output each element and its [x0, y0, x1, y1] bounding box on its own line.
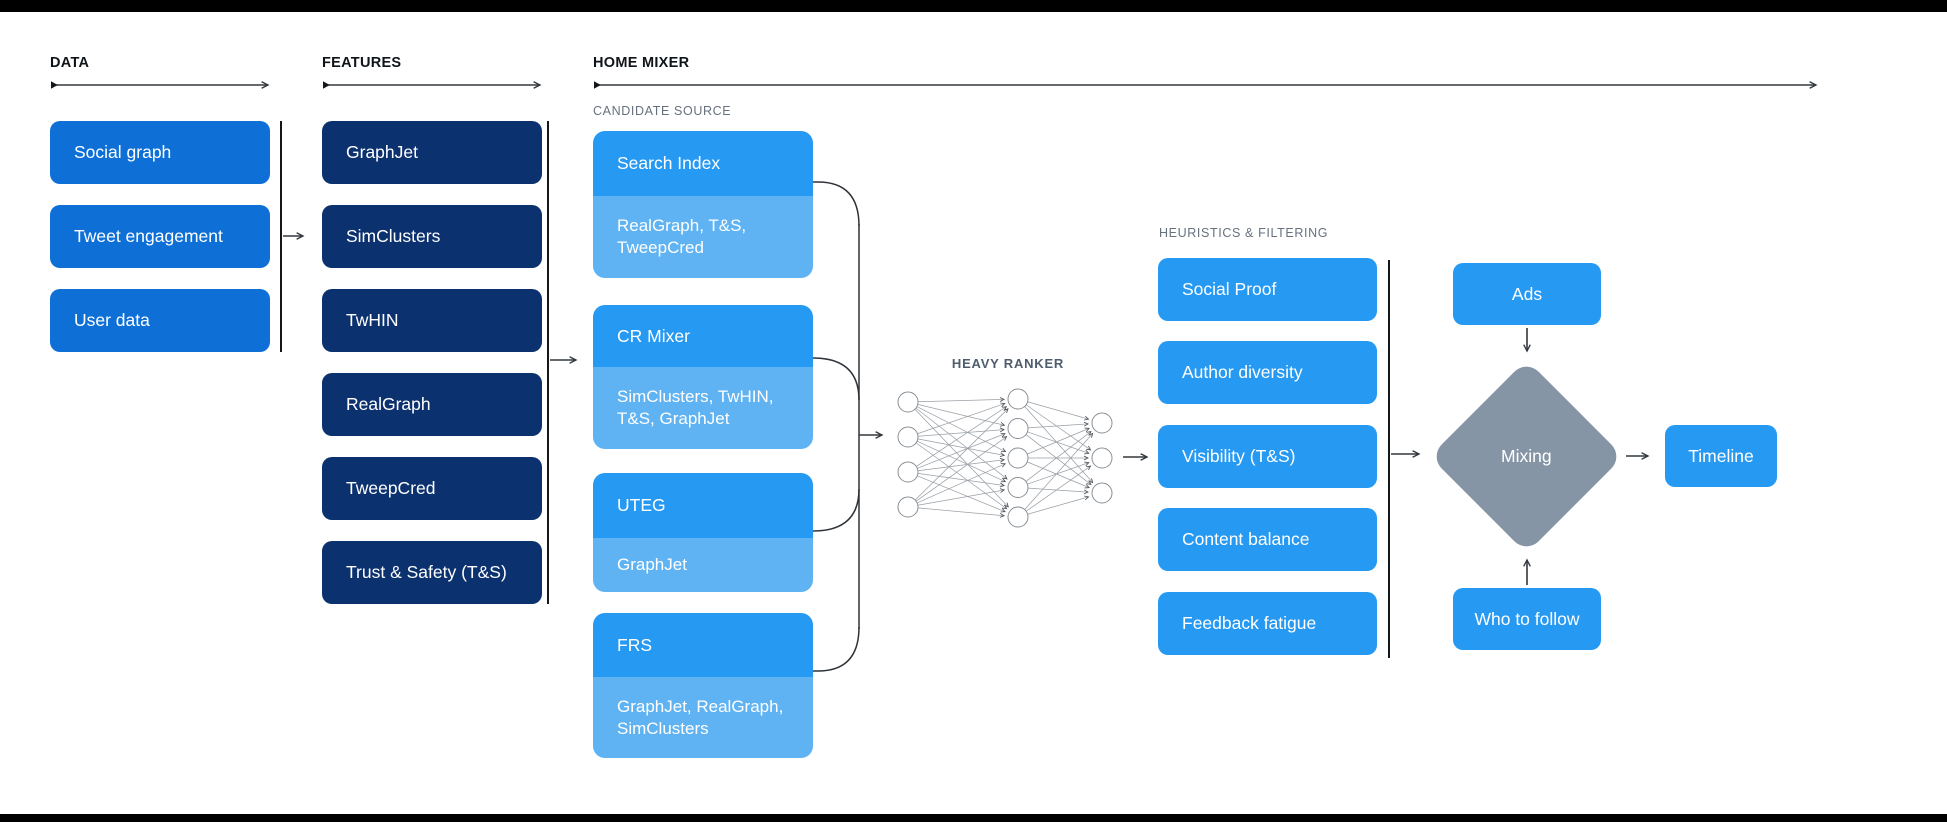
- node-label: TweepCred: [346, 478, 436, 498]
- node-label: GraphJet, RealGraph, SimClusters: [617, 696, 784, 738]
- node-timeline: Timeline: [1665, 425, 1777, 487]
- top-letterbox-bar: [0, 0, 1947, 12]
- node-author-diversity: Author diversity: [1158, 341, 1377, 404]
- node-label: RealGraph: [346, 394, 431, 414]
- node-social-proof: Social Proof: [1158, 258, 1377, 321]
- node-simclusters: SimClusters: [322, 205, 542, 268]
- node-graphjet: GraphJet: [322, 121, 542, 184]
- candidate-sources: GraphJet, RealGraph, SimClusters: [593, 677, 813, 758]
- network-node: [1007, 418, 1029, 439]
- node-label: Content balance: [1182, 529, 1310, 549]
- node-visibility: Visibility (T&S): [1158, 425, 1377, 488]
- heavy-ranker-network-icon: [897, 388, 1113, 528]
- node-trust-safety: Trust & Safety (T&S): [322, 541, 542, 604]
- node-label: Search Index: [617, 153, 721, 173]
- bottom-letterbox-bar: [0, 814, 1947, 822]
- node-label: Social graph: [74, 142, 172, 162]
- uteg-connector: [812, 488, 860, 532]
- network-node: [1007, 477, 1029, 498]
- candidate-title: UTEG: [593, 473, 813, 538]
- candidate-group-search-index: Search Index RealGraph, T&S, TweepCred: [593, 131, 813, 278]
- node-label: Ads: [1511, 283, 1543, 304]
- network-node: [897, 496, 919, 518]
- search-index-connector: [813, 181, 860, 227]
- node-label: Mixing: [1501, 445, 1552, 466]
- node-label: Trust & Safety (T&S): [346, 562, 507, 582]
- node-tweet-engagement: Tweet engagement: [50, 205, 270, 268]
- node-label: Author diversity: [1182, 362, 1303, 382]
- network-node: [897, 426, 919, 448]
- node-label: Timeline: [1688, 445, 1754, 466]
- node-content-balance: Content balance: [1158, 508, 1377, 571]
- candidate-group-uteg: UTEG GraphJet: [593, 473, 813, 592]
- node-label: TwHIN: [346, 310, 399, 330]
- node-label: RealGraph, T&S, TweepCred: [617, 216, 747, 257]
- network-node: [1007, 388, 1029, 410]
- node-label: Social Proof: [1182, 279, 1277, 299]
- node-ads: Ads: [1453, 263, 1601, 325]
- candidate-sources: GraphJet: [593, 538, 813, 592]
- node-mixing-diamond: Mixing: [1429, 359, 1624, 554]
- network-node: [1091, 482, 1113, 504]
- candidate-title: Search Index: [593, 131, 813, 196]
- network-node: [1091, 447, 1113, 469]
- node-who-to-follow: Who to follow: [1453, 588, 1601, 650]
- node-realgraph: RealGraph: [322, 373, 542, 436]
- candidate-sources: RealGraph, T&S, TweepCred: [593, 196, 813, 278]
- node-label: Tweet engagement: [74, 226, 223, 246]
- cr-mixer-connector: [812, 357, 860, 401]
- features-column-header: FEATURES: [322, 55, 402, 71]
- node-label: Feedback fatigue: [1182, 613, 1317, 633]
- network-node: [897, 391, 919, 413]
- node-label: GraphJet: [617, 555, 687, 575]
- network-node: [897, 461, 919, 483]
- network-node: [1007, 506, 1029, 528]
- network-node: [1007, 447, 1029, 469]
- node-user-data: User data: [50, 289, 270, 352]
- home-mixer-column-header: HOME MIXER: [593, 55, 690, 71]
- candidate-title: CR Mixer: [593, 305, 813, 367]
- candidate-source-label: CANDIDATE SOURCE: [593, 104, 732, 118]
- node-label: SimClusters, TwHIN, T&S, GraphJet: [617, 387, 774, 428]
- node-label: SimClusters: [346, 226, 441, 246]
- network-node: [1091, 412, 1113, 434]
- candidate-group-cr-mixer: CR Mixer SimClusters, TwHIN, T&S, GraphJ…: [593, 305, 813, 449]
- data-column-header: DATA: [50, 55, 90, 71]
- node-twhin: TwHIN: [322, 289, 542, 352]
- heuristics-filtering-label: HEURISTICS & FILTERING: [1159, 226, 1329, 240]
- node-social-graph: Social graph: [50, 121, 270, 184]
- node-label: Who to follow: [1474, 608, 1580, 629]
- node-tweepcred: TweepCred: [322, 457, 542, 520]
- heavy-ranker-label: HEAVY RANKER: [951, 356, 1065, 371]
- candidate-sources: SimClusters, TwHIN, T&S, GraphJet: [593, 367, 813, 449]
- node-label: UTEG: [617, 495, 666, 515]
- node-feedback-fatigue: Feedback fatigue: [1158, 592, 1377, 655]
- candidate-merge-brace: [812, 181, 884, 672]
- node-label: Visibility (T&S): [1182, 446, 1296, 466]
- node-label: User data: [74, 310, 150, 330]
- node-label: CR Mixer: [617, 325, 690, 346]
- candidate-title: FRS: [593, 613, 813, 677]
- node-label: GraphJet: [346, 142, 418, 162]
- node-label: FRS: [617, 634, 652, 655]
- candidate-group-frs: FRS GraphJet, RealGraph, SimClusters: [593, 613, 813, 758]
- frs-connector: [813, 626, 860, 672]
